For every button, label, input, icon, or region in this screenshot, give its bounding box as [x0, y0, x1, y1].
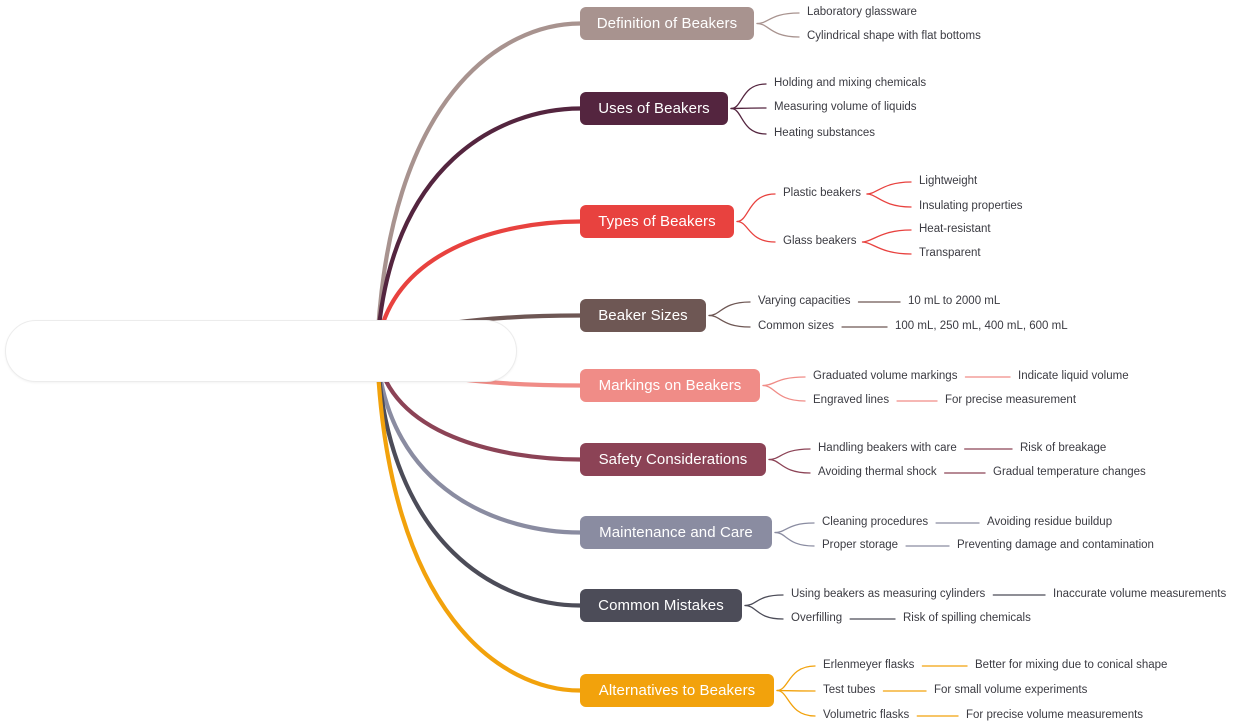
subtopic-label[interactable]: Glass beakers	[783, 235, 857, 247]
edge	[730, 107, 767, 110]
subtopic-label[interactable]: Erlenmeyer flasks	[823, 659, 915, 671]
topic-node[interactable]: Markings on Beakers	[580, 369, 760, 402]
subtopic-label[interactable]: Test tubes	[823, 684, 876, 696]
edge	[744, 594, 784, 607]
leaf-label[interactable]: For precise measurement	[945, 394, 1077, 406]
leaf-label[interactable]: Better for mixing due to conical shape	[975, 659, 1168, 671]
edge	[861, 241, 912, 255]
leaf-label[interactable]: Insulating properties	[919, 200, 1023, 212]
topic-node[interactable]: Beaker Sizes	[580, 299, 706, 332]
root-node[interactable]	[5, 320, 517, 382]
edge	[756, 12, 800, 25]
subtopic-label[interactable]: Holding and mixing chemicals	[774, 77, 927, 89]
leaf-label[interactable]: Transparent	[919, 247, 981, 259]
subtopic-label[interactable]: Volumetric flasks	[823, 709, 910, 721]
edge	[374, 348, 583, 608]
subtopic-label[interactable]: Varying capacities	[758, 295, 851, 307]
subtopic-label[interactable]: Cleaning procedures	[822, 516, 929, 528]
subtopic-label[interactable]: Engraved lines	[813, 394, 890, 406]
edge	[768, 448, 811, 461]
topic-node[interactable]: Definition of Beakers	[580, 7, 754, 40]
edge	[374, 348, 583, 693]
subtopic-label[interactable]: Common sizes	[758, 320, 835, 332]
topic-label: Types of Beakers	[598, 213, 716, 230]
topic-node[interactable]: Safety Considerations	[580, 443, 766, 476]
subtopic-label[interactable]: Plastic beakers	[783, 187, 861, 199]
edge	[736, 220, 776, 243]
subtopic-label[interactable]: Graduated volume markings	[813, 370, 958, 382]
topic-label: Safety Considerations	[598, 451, 748, 468]
subtopic-label[interactable]: Handling beakers with care	[818, 442, 957, 454]
leaf-label[interactable]: Lightweight	[919, 175, 978, 187]
edge	[776, 665, 816, 692]
leaf-label[interactable]: Risk of breakage	[1020, 442, 1107, 454]
subtopic-label[interactable]: Avoiding thermal shock	[818, 466, 937, 478]
edge	[374, 106, 583, 354]
edge	[730, 83, 767, 110]
topic-node[interactable]: Alternatives to Beakers	[580, 674, 774, 707]
topic-label: Maintenance and Care	[599, 524, 753, 541]
topic-label: Markings on Beakers	[598, 377, 742, 394]
edge	[776, 689, 816, 717]
leaf-label[interactable]: Preventing damage and contamination	[957, 539, 1154, 551]
leaf-label[interactable]: 100 mL, 250 mL, 400 mL, 600 mL	[895, 320, 1068, 332]
leaf-label[interactable]: 10 mL to 2000 mL	[908, 295, 1001, 307]
edge	[774, 531, 815, 547]
subtopic-label[interactable]: Measuring volume of liquids	[774, 101, 917, 113]
topic-label: Beaker Sizes	[598, 307, 688, 324]
edge	[861, 229, 912, 243]
edge	[762, 376, 806, 387]
leaf-label[interactable]: Risk of spilling chemicals	[903, 612, 1031, 624]
leaf-label[interactable]: Indicate liquid volume	[1018, 370, 1129, 382]
topic-node[interactable]: Maintenance and Care	[580, 516, 772, 549]
edge	[736, 193, 776, 223]
subtopic-label[interactable]: Laboratory glassware	[807, 6, 917, 18]
topic-label: Definition of Beakers	[596, 15, 738, 32]
edge	[866, 193, 912, 208]
edge	[774, 522, 815, 534]
topic-label: Common Mistakes	[598, 597, 724, 614]
leaf-label[interactable]: Heat-resistant	[919, 223, 991, 235]
subtopic-label[interactable]: Overfilling	[791, 612, 843, 624]
subtopic-label[interactable]: Using beakers as measuring cylinders	[791, 588, 986, 600]
topic-label: Alternatives to Beakers	[598, 682, 756, 699]
edge	[374, 21, 583, 354]
subtopic-label[interactable]: Heating substances	[774, 127, 876, 139]
leaf-label[interactable]: For small volume experiments	[934, 684, 1088, 696]
leaf-label[interactable]: Inaccurate volume measurements	[1053, 588, 1227, 600]
topic-node[interactable]: Uses of Beakers	[580, 92, 728, 125]
edge	[708, 301, 751, 317]
edge	[768, 458, 811, 474]
edge	[744, 604, 784, 620]
topic-node[interactable]: Types of Beakers	[580, 205, 734, 238]
topic-node[interactable]: Common Mistakes	[580, 589, 742, 622]
subtopic-label[interactable]: Proper storage	[822, 539, 899, 551]
edge	[762, 384, 806, 402]
edge	[730, 107, 767, 135]
edge	[756, 22, 800, 38]
edge	[866, 181, 912, 195]
leaf-label[interactable]: Avoiding residue buildup	[987, 516, 1113, 528]
leaf-label[interactable]: For precise volume measurements	[966, 709, 1144, 721]
subtopic-label[interactable]: Cylindrical shape with flat bottoms	[807, 30, 981, 42]
leaf-label[interactable]: Gradual temperature changes	[993, 466, 1146, 478]
topic-label: Uses of Beakers	[598, 100, 710, 117]
edge	[708, 314, 751, 328]
edge	[776, 689, 816, 692]
